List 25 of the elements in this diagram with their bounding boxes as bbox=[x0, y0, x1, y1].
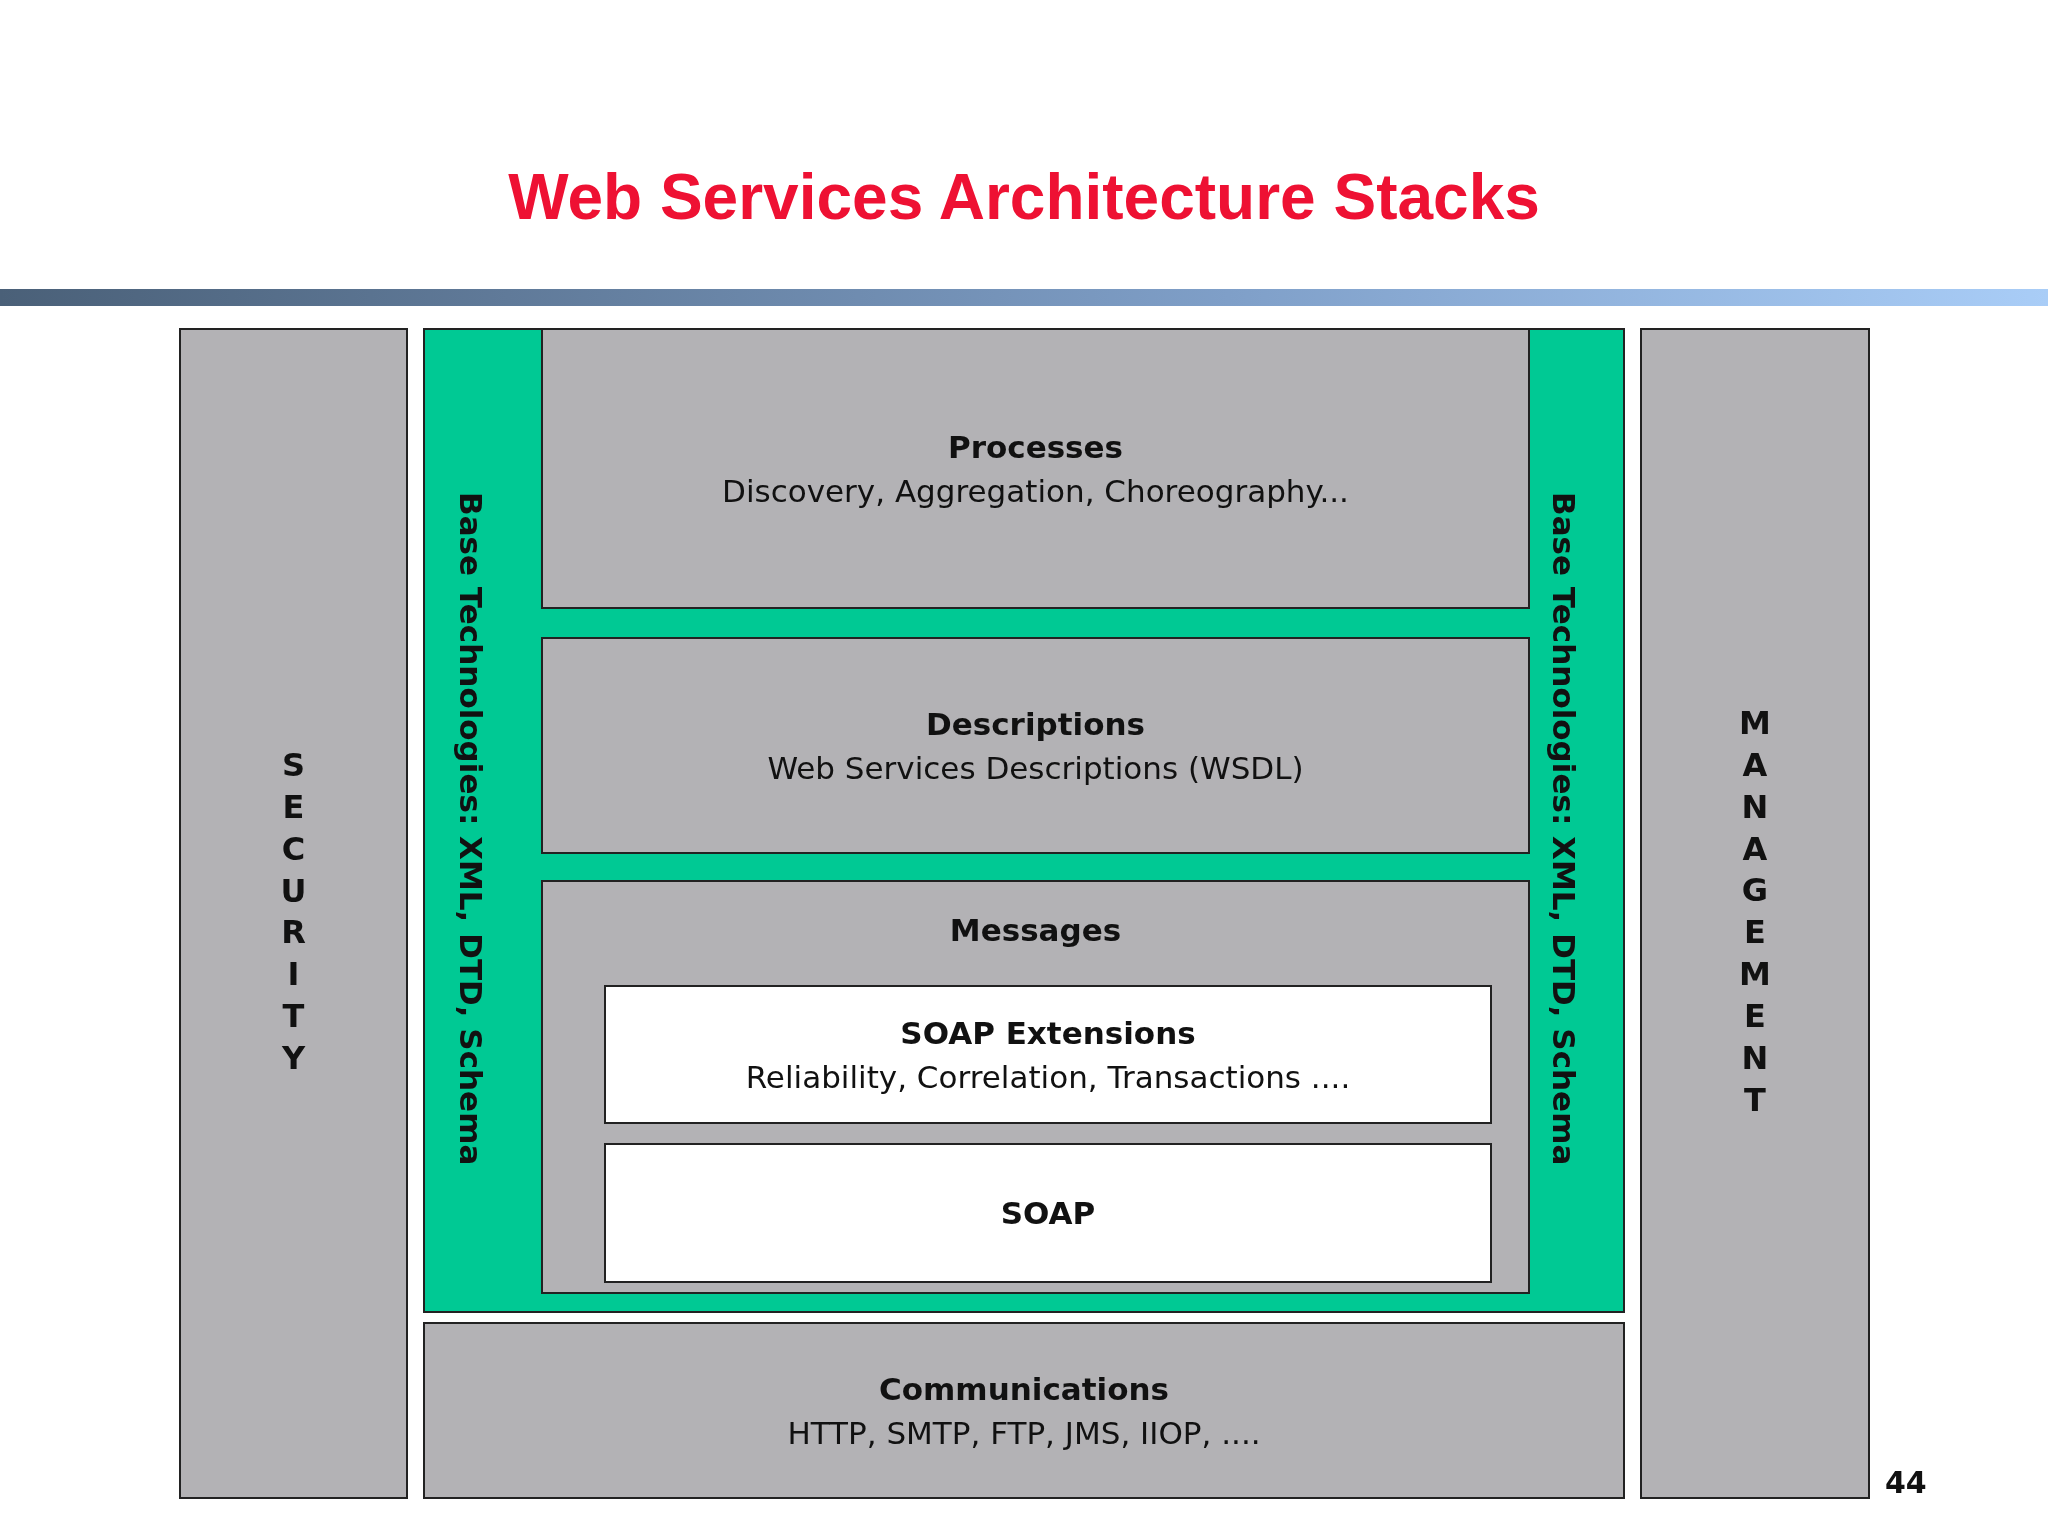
layer-box bbox=[541, 328, 1530, 609]
layer-description: Web Services Descriptions (WSDL) bbox=[767, 749, 1304, 786]
layer-description: HTTP, SMTP, FTP, JMS, IIOP, .... bbox=[787, 1414, 1261, 1451]
layer-box bbox=[423, 1322, 1625, 1499]
side-column bbox=[179, 328, 408, 1499]
layer-box bbox=[604, 985, 1492, 1124]
layer-heading: SOAP bbox=[1000, 1195, 1096, 1231]
layer-heading: Processes bbox=[947, 428, 1124, 465]
layer-description: Discovery, Aggregation, Choreography... bbox=[722, 472, 1349, 509]
vertical-label: Base Technologies: XML, DTD, Schema bbox=[453, 492, 489, 1166]
layer-box bbox=[541, 880, 1530, 1294]
layer-box bbox=[541, 637, 1530, 854]
slide-title: Web Services Architecture Stacks bbox=[507, 160, 1541, 234]
side-column bbox=[1640, 328, 1870, 1499]
vertical-label: Base Technologies: XML, DTD, Schema bbox=[1546, 492, 1582, 1166]
layer-heading: Messages bbox=[948, 912, 1123, 948]
layer-box bbox=[604, 1143, 1492, 1283]
layer-heading: SOAP Extensions bbox=[900, 1014, 1196, 1051]
layer-description: Reliability, Correlation, Transactions .... bbox=[745, 1058, 1351, 1095]
layer-heading: Communications bbox=[879, 1370, 1169, 1407]
page-number: 44 bbox=[1885, 1465, 1927, 1500]
layer-heading: Descriptions bbox=[926, 705, 1145, 742]
vertical-label: SECURITY bbox=[274, 746, 313, 1081]
technology-band bbox=[423, 328, 1625, 1313]
vertical-label: MANAGEMENT bbox=[1736, 704, 1774, 1123]
